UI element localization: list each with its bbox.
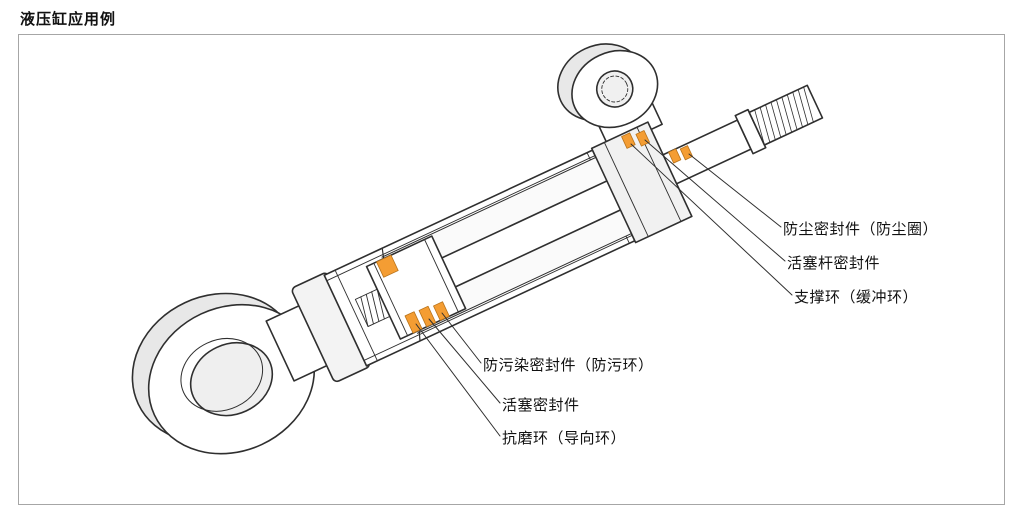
- rod-thread: [748, 84, 824, 146]
- leader-rod-seal: [644, 139, 786, 262]
- cap-end-eye: [131, 292, 316, 455]
- leader-lines: [415, 139, 793, 437]
- callout-dust-seal: 防尘密封件（防尘圈）: [783, 220, 939, 238]
- piston-seal-highlights: [376, 254, 450, 334]
- cylinder-assembly: [131, 43, 824, 455]
- callout-wear-ring: 抗磨环（导向环）: [502, 429, 627, 447]
- dust-seal-highlight-inner: [668, 148, 682, 164]
- wear-ring-highlight: [404, 311, 423, 334]
- rod-seal-highlights: [621, 130, 693, 164]
- rod-end-eye-thread: [601, 75, 629, 103]
- gland-assembly: [590, 121, 693, 244]
- dust-seal-highlight: [679, 145, 693, 161]
- callout-anti-contamination-seal: 防污染密封件（防污环）: [483, 356, 654, 374]
- leader-wear-ring: [415, 323, 501, 437]
- leader-contamination-seal: [441, 312, 482, 364]
- page-title: 液压缸应用例: [20, 10, 117, 28]
- cap-end-eye-bore-depth: [180, 338, 264, 412]
- diagram-frame: [18, 34, 1005, 505]
- leader-dust-seal: [688, 153, 782, 228]
- contamination-seal-highlight: [433, 301, 450, 321]
- rod-seal-highlight: [635, 130, 650, 147]
- callout-piston-rod-seal: 活塞杆密封件: [787, 254, 881, 272]
- leader-piston-seal: [428, 318, 501, 404]
- leader-buffer-ring: [630, 143, 793, 296]
- rod-end-eye: [557, 43, 663, 150]
- callout-piston-seal: 活塞密封件: [502, 396, 580, 414]
- callout-support-ring: 支撑环（缓冲环）: [794, 288, 919, 306]
- wear-ring-highlight-top: [376, 254, 399, 278]
- cap-end-eye-bore: [189, 342, 274, 417]
